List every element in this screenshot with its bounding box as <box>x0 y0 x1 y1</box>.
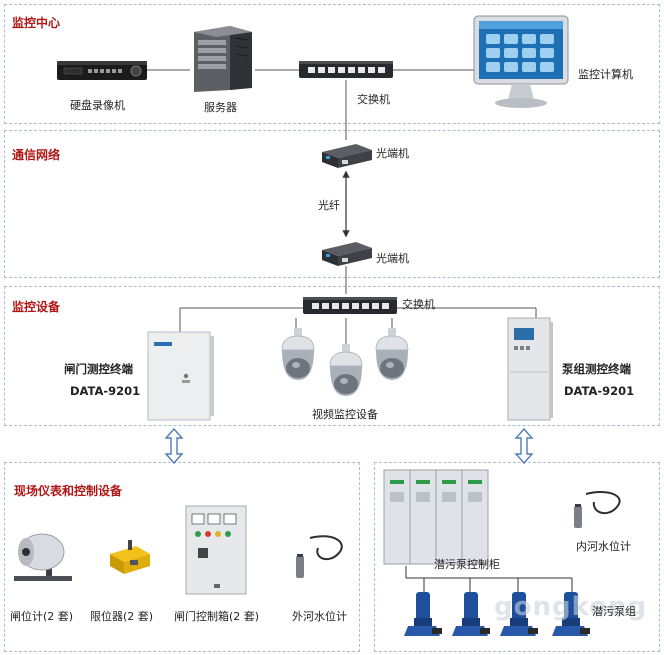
fiber-transceiver-bottom-icon <box>322 242 372 266</box>
gate-terminal-cabinet-icon <box>147 331 214 421</box>
label-pump-terminal-model: DATA-9201 <box>564 384 635 398</box>
section-comm-network <box>4 130 660 278</box>
section-title-monitor-center: 监控中心 <box>12 16 61 30</box>
label-gate-terminal-model: DATA-9201 <box>70 384 141 398</box>
sewage-pump-2-icon <box>452 592 490 636</box>
dome-camera-left-icon <box>281 328 315 380</box>
label-outer-water-gauge: 外河水位计 <box>292 610 347 623</box>
switch-top-icon <box>299 61 393 78</box>
label-cameras: 视频监控设备 <box>312 408 378 421</box>
section-title-monitor-equipment: 监控设备 <box>12 300 61 314</box>
label-computer: 监控计算机 <box>578 68 633 81</box>
pump-control-cabinet-icon <box>383 469 489 565</box>
section-field-equipment <box>4 462 360 652</box>
sewage-pump-4-icon <box>552 592 590 636</box>
label-limiter: 限位器(2 套) <box>90 610 154 623</box>
label-dvr: 硬盘录像机 <box>70 99 125 112</box>
section-monitor-center <box>4 4 660 124</box>
server-icon <box>194 26 252 92</box>
inner-water-gauge-icon <box>574 490 621 528</box>
label-fiber-link: 光纤 <box>318 199 340 212</box>
section-pump-station <box>374 462 660 652</box>
label-gate-terminal-name: 闸门测控终端 <box>64 362 133 376</box>
gate-control-box-icon <box>185 505 247 595</box>
double-arrow-pump-icon <box>514 428 534 464</box>
label-switch-mid: 交换机 <box>402 298 435 311</box>
sewage-pump-3-icon <box>500 592 538 636</box>
label-switch-top: 交换机 <box>357 93 390 106</box>
label-gate-control-box: 闸门控制箱(2 套) <box>174 610 260 623</box>
dvr-icon <box>57 61 147 80</box>
dome-camera-middle-icon <box>329 344 363 396</box>
section-title-comm-network: 通信网络 <box>12 148 61 162</box>
watermark: gongkong <box>494 592 648 622</box>
section-title-field-equipment: 现场仪表和控制设备 <box>14 484 123 498</box>
sewage-pump-1-icon <box>404 592 442 636</box>
label-inner-water-gauge: 内河水位计 <box>576 540 631 553</box>
dome-camera-right-icon <box>375 328 409 380</box>
label-pump-group: 潜污泵组 <box>592 605 636 618</box>
label-server: 服务器 <box>204 101 237 114</box>
label-gate-meter: 闸位计(2 套) <box>10 610 74 623</box>
pump-terminal-cabinet-icon <box>507 317 553 421</box>
label-pump-cabinet: 潜污泵控制柜 <box>434 558 500 571</box>
limiter-icon <box>110 540 150 574</box>
section-monitor-equipment <box>4 286 660 426</box>
label-fiber-tx: 光端机 <box>376 147 409 160</box>
gate-position-meter-icon <box>14 533 72 581</box>
fiber-transceiver-top-icon <box>322 144 372 168</box>
outer-water-gauge-icon <box>296 535 343 578</box>
computer-icon <box>473 15 569 108</box>
double-arrow-gate-icon <box>164 428 184 464</box>
label-fiber-rx: 光端机 <box>376 252 409 265</box>
switch-mid-icon <box>303 297 397 314</box>
label-pump-terminal-name: 泵组测控终端 <box>562 362 631 376</box>
